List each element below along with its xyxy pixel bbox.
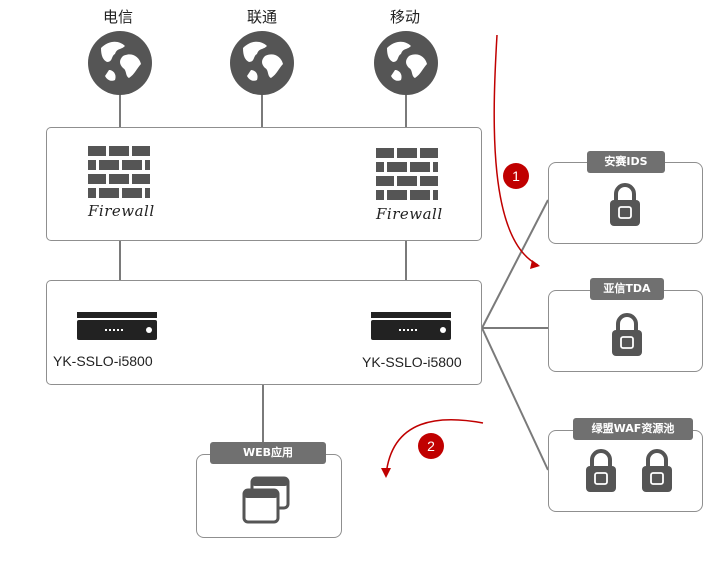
lock-icon	[642, 449, 672, 492]
lock-icon	[586, 449, 616, 492]
web-app-tag: WEB应用	[210, 442, 326, 464]
isp-label-mobile: 移动	[389, 8, 420, 26]
device-label-left: YK-SSLO-i5800	[53, 353, 153, 369]
pool-tag-waf: 绿盟WAF资源池	[573, 418, 693, 440]
lock-icon	[612, 313, 642, 356]
isp-label-unicom: 联通	[246, 8, 277, 26]
pool-tag-tda: 亚信TDA	[590, 278, 664, 300]
firewall-icon	[88, 146, 150, 198]
pool-waf	[548, 430, 703, 512]
windows-stack-icon	[242, 476, 290, 524]
device-label-right: YK-SSLO-i5800	[362, 354, 462, 370]
lock-icon	[610, 183, 640, 226]
globe-icon	[88, 31, 152, 95]
globe-icon	[230, 31, 294, 95]
server-icon	[77, 312, 157, 340]
step-marker-1: 1	[503, 163, 529, 189]
server-icon	[371, 312, 451, 340]
isp-label-telecom: 电信	[102, 8, 133, 26]
globe-icon	[374, 31, 438, 95]
firewall-label: Firewall	[376, 205, 443, 223]
pool-tag-ids: 安赛IDS	[587, 151, 665, 173]
step-marker-2: 2	[418, 433, 444, 459]
firewall-label: Firewall	[88, 202, 155, 220]
firewall-icon	[376, 148, 438, 200]
